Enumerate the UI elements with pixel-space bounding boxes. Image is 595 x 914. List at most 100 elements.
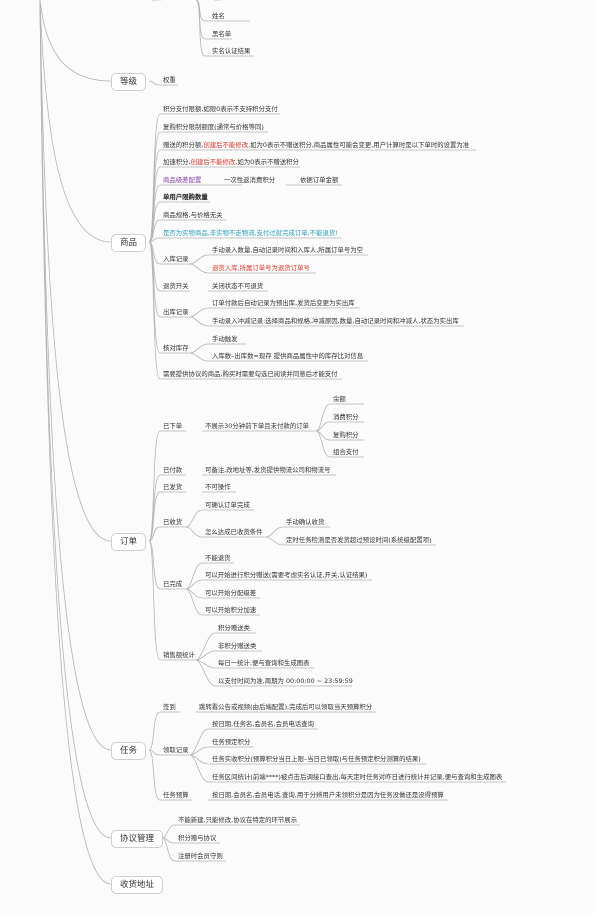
node-order-placed-note: 不展示30分钟前下单且未付款的订单 <box>205 422 309 430</box>
node-pay-balance: 余额 <box>333 395 346 403</box>
node-stats-daily: 每日一统计,便与查询和生成图表 <box>218 659 310 667</box>
node-register-agreement: 注册时会员守则 <box>178 852 223 860</box>
node-order-paid-note: 可备注,改地址等,发货提供物流公司和物流号 <box>205 466 331 474</box>
connector-line <box>195 659 216 687</box>
node-received-manual: 手动确认收货 <box>286 518 325 526</box>
connector-line <box>185 579 203 590</box>
node-claim-planned: 任务预定积分 <box>212 738 251 746</box>
node-order-done: 已完成 <box>163 580 183 588</box>
connector-line <box>185 562 203 590</box>
node-gift-points: 赠送的积分额,创建后不能修改,如为0表示不赠送积分,商品属性可能会变更,用户计算… <box>163 141 470 149</box>
connector-line <box>148 219 161 243</box>
category-level[interactable]: 等级 <box>111 73 147 91</box>
node-order-paid: 已付款 <box>163 466 183 474</box>
node-received-confirm: 可确认订单完成 <box>205 501 250 509</box>
node-checkin-note: 跳转看公告或视频(由后端配置),完成后可以领取当天预算积分 <box>199 703 373 711</box>
node-claim-query: 按日期,任务名,会员名,会员电话查询 <box>212 720 314 728</box>
connector-line <box>185 526 203 538</box>
connector-line <box>39 0 112 751</box>
node-return-off: 关闭状态不可退货 <box>212 282 264 290</box>
node-agreement-needed: 需要提供协议的商品,购买时需要勾选已阅读并同意后才能支付 <box>163 370 338 378</box>
category-agreement[interactable]: 协议管理 <box>111 830 164 848</box>
connector-line <box>195 632 216 661</box>
connector-line <box>148 749 161 756</box>
node-order-placed: 已下单 <box>163 422 183 430</box>
node-blacklist: 黑名单 <box>212 30 232 38</box>
connector-line <box>148 491 161 542</box>
connector-line <box>39 0 112 839</box>
node-gift-agreement: 积分赠与协议 <box>178 834 217 842</box>
connector-line <box>39 0 112 243</box>
connector-line <box>195 650 216 661</box>
category-order[interactable]: 订单 <box>111 533 147 551</box>
top-partial-label: … <box>214 0 220 4</box>
node-claim-range: 任务区间统计(前端****)被点击后调接口查出,每天定时任务对昨日进行统计并记录… <box>212 773 503 781</box>
node-tier-by-amount: 依据订单金额 <box>300 176 339 184</box>
node-budget-note: 按日期,会员名,会员电话,查询,用于分辨用户未领积分是因为任务没做还是没得预算 <box>212 791 444 799</box>
node-check-formula: 入库数–出库数=现存 提供商品属性中的库存比对信息 <box>212 352 364 360</box>
connector-line <box>148 526 161 542</box>
connector-line <box>189 263 209 274</box>
node-realname-result: 实名认证结果 <box>212 47 251 55</box>
connector-line <box>148 749 161 801</box>
connector-line <box>195 0 206 40</box>
connector-line <box>189 746 209 756</box>
node-markup-points: 加速积分,创建后不能修改,如为0表示不赠送积分 <box>163 158 299 166</box>
node-task-budget: 任务预算 <box>163 791 189 799</box>
category-address[interactable]: 收货地址 <box>111 876 164 894</box>
node-repurchase-limit: 复购积分限制额度(通常与价格等同) <box>163 123 264 131</box>
connector-line <box>265 526 284 538</box>
connector-line <box>195 0 206 57</box>
node-order-shipped-note: 不可操作 <box>205 483 231 491</box>
connector-line <box>148 540 161 661</box>
node-spec-price: 商品规格,与价格无关 <box>163 211 223 219</box>
node-sales-stats: 销售额统计 <box>163 651 195 659</box>
node-return-switch: 退货开关 <box>163 282 189 290</box>
node-done-no-return: 不能退货 <box>205 554 231 562</box>
connector-line <box>148 430 161 542</box>
node-tier-config: 商品级差配置 <box>163 176 202 184</box>
connector-line <box>189 754 209 783</box>
node-physical-product: 是否为实物商品,非实物不走物流,支付过就完成订单,不能退货! <box>163 229 338 237</box>
connector-line <box>189 754 209 765</box>
node-done-speed: 可以开始积分加速 <box>205 606 257 614</box>
node-check-stock: 核对库存 <box>163 344 189 352</box>
node-stock-in: 入库记录 <box>163 255 189 263</box>
connector-line <box>161 824 176 839</box>
node-pay-consume: 消费积分 <box>333 413 359 421</box>
node-stock-in-manual: 手动录入数量,自动记录时间和入库人,所属订单号为空 <box>212 246 364 254</box>
connector-line <box>315 430 331 458</box>
node-points-limit: 积分支付限额,如限0表示不支持积分支付 <box>163 105 278 113</box>
node-done-tier: 可以开始分配级差 <box>205 589 257 597</box>
connector-line <box>148 711 161 751</box>
connector-line <box>161 837 176 862</box>
connector-line <box>148 237 161 243</box>
connector-line <box>195 659 216 669</box>
node-weight: 权重 <box>163 76 176 84</box>
node-stats-period: 以支付时间为准,周期为 00:00:00 ~ 23:59:59 <box>218 677 353 685</box>
node-done-gift: 可以开始进行积分赠送(需要考虑实名认证,开关,认证结果) <box>205 571 368 579</box>
category-product[interactable]: 商品 <box>111 234 147 252</box>
node-received-how: 怎么达成已收货条件 <box>205 528 263 536</box>
connector-line <box>189 316 209 327</box>
connector-line <box>148 241 161 380</box>
node-pay-repurchase: 复购积分 <box>333 431 359 439</box>
node-name: 姓名 <box>212 12 225 20</box>
connector-line <box>189 352 209 362</box>
node-claim-actual: 任务实收积分(预算积分当日上限–当日已领取)与任务预定积分测算的结果) <box>212 755 421 763</box>
node-stats-gift: 积分赠送类 <box>218 624 250 632</box>
node-stock-out-manual: 手动录入冲减记录:选择商品和规格,冲减原因,数量,自动记录时间和冲减人,状态为实… <box>212 317 459 325</box>
connector-line <box>315 403 331 432</box>
connector-line <box>195 0 206 22</box>
connector-line <box>148 80 161 86</box>
category-task[interactable]: 任务 <box>111 742 147 760</box>
connector-line <box>185 509 203 528</box>
node-tier-once: 一次性返消费积分 <box>224 176 276 184</box>
node-checkin: 签到 <box>163 703 176 711</box>
node-check-manual: 手动触发 <box>212 335 238 343</box>
node-pay-combo: 组合支付 <box>333 448 359 456</box>
connector-line <box>265 536 284 546</box>
connector-line <box>39 0 112 82</box>
node-order-received: 已收货 <box>163 518 183 526</box>
